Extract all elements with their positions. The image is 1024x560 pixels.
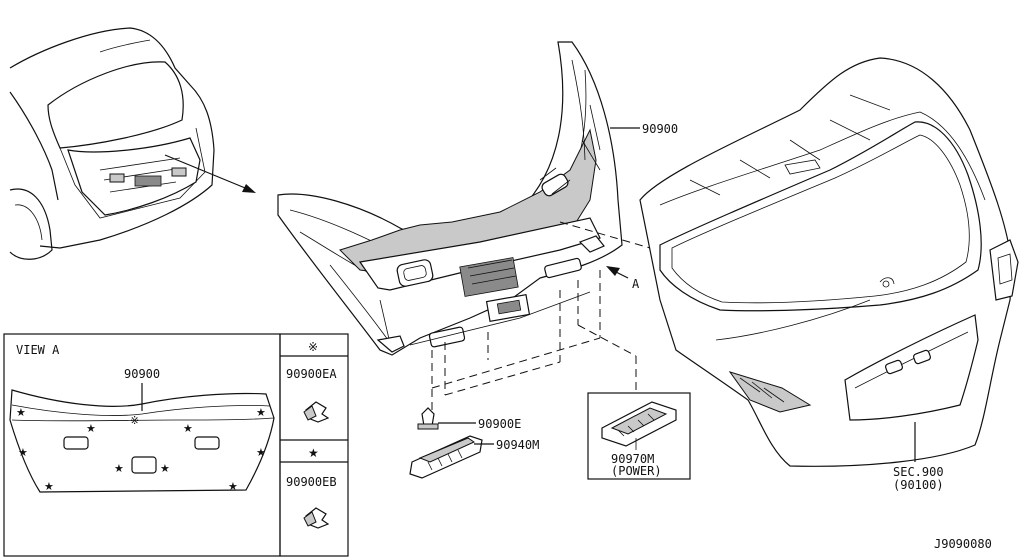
label-clip-part: 90900E (478, 417, 521, 431)
clip-legend (279, 333, 349, 557)
back-door-panel (639, 57, 1019, 467)
star-mark: ★ (256, 446, 266, 459)
switch-detail-box (587, 392, 691, 480)
star-mark: ★ (114, 462, 124, 475)
star-mark: ★ (44, 480, 54, 493)
label-view-title: VIEW A (16, 343, 60, 357)
star-mark: ★ (16, 406, 26, 419)
star-mark: ★ (86, 422, 96, 435)
center-clip-mark: ※ (130, 414, 139, 427)
clip-90900e (417, 407, 476, 430)
star-mark: ★ (18, 446, 28, 459)
star-mark: ★ (228, 480, 238, 493)
view-a-box (3, 333, 281, 557)
star-mark: ★ (160, 462, 170, 475)
clip-ea-mark: ※ (308, 340, 318, 354)
star-mark: ★ (183, 422, 193, 435)
label-sec-sub: (90100) (893, 478, 944, 492)
label-trim-part: 90900 (642, 122, 678, 136)
label-switch-part: 90970M (611, 452, 654, 466)
view-a-clip-marks: ★ ★ ★ ★ ※ ★ ★ ★ ★ ★ ★ (16, 406, 266, 493)
back-door-trim-panel (277, 41, 640, 356)
label-clip-eb: 90900EB (286, 475, 337, 489)
label-switch-note: (POWER) (611, 464, 662, 478)
label-sec-code: SEC.900 (893, 465, 944, 479)
dashed-connectors (431, 221, 651, 412)
clip-eb-mark: ★ (308, 446, 319, 460)
label-handle-part: 90940M (496, 438, 539, 452)
star-mark: ★ (256, 406, 266, 419)
label-clip-ea: 90900EA (286, 367, 337, 381)
view-arrow (606, 266, 629, 279)
label-view-part: 90900 (124, 367, 160, 381)
vehicle-overview (9, 27, 256, 260)
label-view-arrow: A (632, 277, 640, 291)
handle-90940m (409, 435, 494, 479)
diagram-id: J9090080 (934, 537, 992, 551)
